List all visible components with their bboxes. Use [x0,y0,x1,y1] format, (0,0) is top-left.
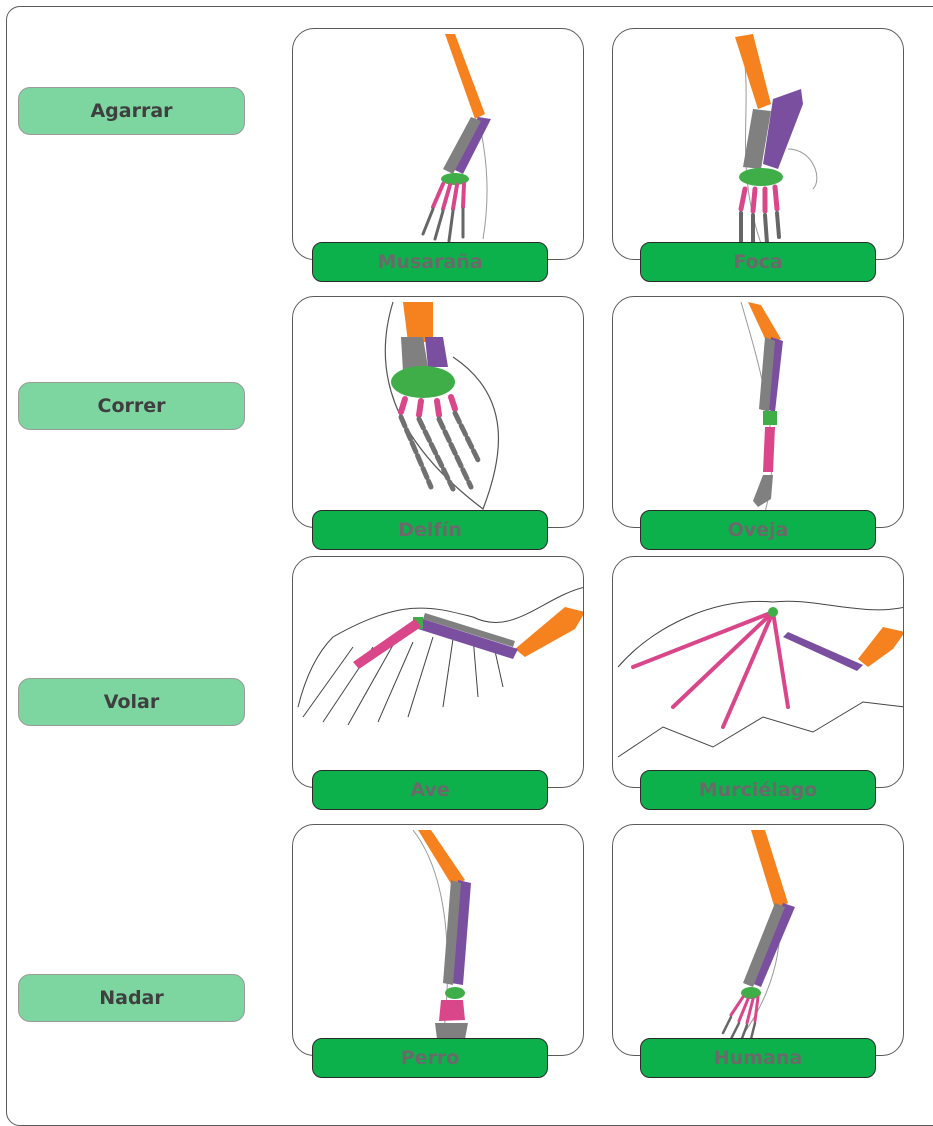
animal-label-perro: Perro [312,1038,548,1078]
animal-label-foca: Foca [640,242,876,282]
limb-card-perro[interactable] [292,824,584,1056]
human-arm-illustration [613,825,904,1056]
limb-card-delfin[interactable] [292,296,584,528]
limb-card-foca[interactable] [612,28,904,260]
animal-label-humana: Humana [640,1038,876,1078]
limb-card-ave[interactable] [292,556,584,788]
verb-card-agarrar[interactable]: Agarrar [18,87,245,135]
animal-label-oveja: Oveja [640,510,876,550]
verb-card-correr[interactable]: Correr [18,382,245,430]
sheep-leg-illustration [613,297,904,528]
animal-label-musarana: Musaraña [312,242,548,282]
limb-card-musarana[interactable] [292,28,584,260]
verb-card-nadar[interactable]: Nadar [18,974,245,1022]
shrew-limb-illustration [293,29,584,260]
bat-wing-illustration [613,557,904,788]
verb-card-volar[interactable]: Volar [18,678,245,726]
animal-label-delfin: Delfín [312,510,548,550]
limb-card-murcielago[interactable] [612,556,904,788]
dolphin-flipper-illustration [293,297,584,528]
dog-leg-illustration [293,825,584,1056]
seal-limb-illustration [613,29,904,260]
limb-card-oveja[interactable] [612,296,904,528]
animal-label-ave: Ave [312,770,548,810]
limb-card-humana[interactable] [612,824,904,1056]
bird-wing-illustration [293,557,584,788]
animal-label-murcielago: Murciélago [640,770,876,810]
